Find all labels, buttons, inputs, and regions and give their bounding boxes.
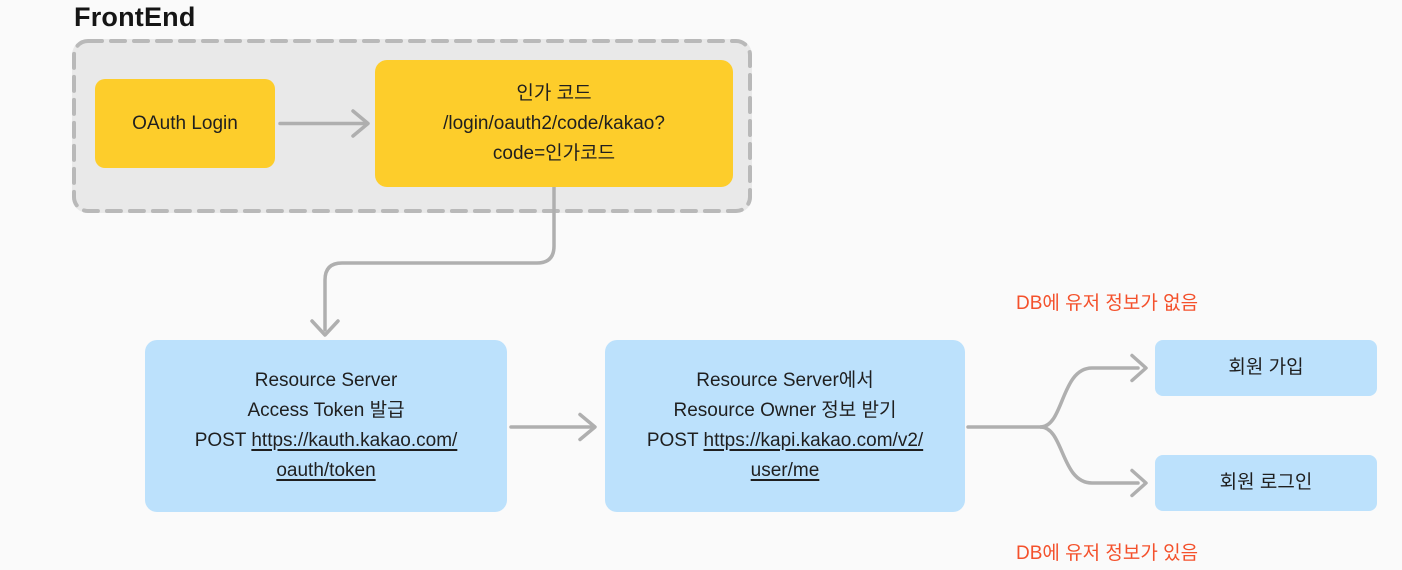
- frontend-group-label: FrontEnd: [74, 2, 196, 32]
- branch-upper: [1039, 366, 1140, 429]
- owner-method: POST: [646, 430, 704, 451]
- login-label: 회원 로그인: [1219, 472, 1313, 493]
- arrow-token-to-owner-head: [578, 412, 597, 442]
- branch-upper-head: [1130, 353, 1148, 383]
- node-login: 회원 로그인: [1155, 455, 1377, 511]
- auth-code-path: /login/oauth2/code/kakao?: [443, 112, 665, 134]
- token-url-link-2[interactable]: oauth/token: [276, 460, 376, 481]
- token-subtitle: Access Token 발급: [247, 400, 405, 421]
- owner-url-link-2[interactable]: user/me: [750, 460, 820, 481]
- note-has-user: DB에 유저 정보가 있음: [1016, 543, 1199, 564]
- auth-code-title: 인가 코드: [516, 82, 592, 104]
- owner-request-line: POST https://kapi.kakao.com/v2/: [647, 426, 923, 456]
- node-oauth-login: OAuth Login: [95, 79, 275, 168]
- signup-label: 회원 가입: [1228, 357, 1304, 378]
- branch-lower: [1039, 425, 1140, 485]
- node-resource-owner: Resource Server에서 Resource Owner 정보 받기 P…: [605, 340, 965, 512]
- token-url-link[interactable]: https://kauth.kakao.com/: [251, 430, 458, 451]
- token-method: POST: [194, 430, 252, 451]
- arrow-code-to-token-head: [310, 319, 340, 337]
- owner-title: Resource Server에서: [696, 370, 874, 391]
- owner-subtitle: Resource Owner 정보 받기: [673, 400, 897, 421]
- note-no-user: DB에 유저 정보가 없음: [1016, 293, 1199, 314]
- node-auth-code: 인가 코드 /login/oauth2/code/kakao? code=인가코…: [375, 60, 733, 187]
- token-request-line: POST https://kauth.kakao.com/: [195, 426, 458, 456]
- owner-url-link[interactable]: https://kapi.kakao.com/v2/: [703, 430, 924, 451]
- token-url-line2: oauth/token: [276, 456, 375, 486]
- node-signup: 회원 가입: [1155, 340, 1377, 396]
- branch-lower-head: [1130, 468, 1148, 498]
- node-access-token: Resource Server Access Token 발급 POST htt…: [145, 340, 507, 512]
- token-title: Resource Server: [254, 370, 398, 391]
- owner-url-line2: user/me: [751, 456, 820, 486]
- oauth-login-label: OAuth Login: [132, 112, 238, 134]
- auth-code-query: code=인가코드: [492, 142, 616, 164]
